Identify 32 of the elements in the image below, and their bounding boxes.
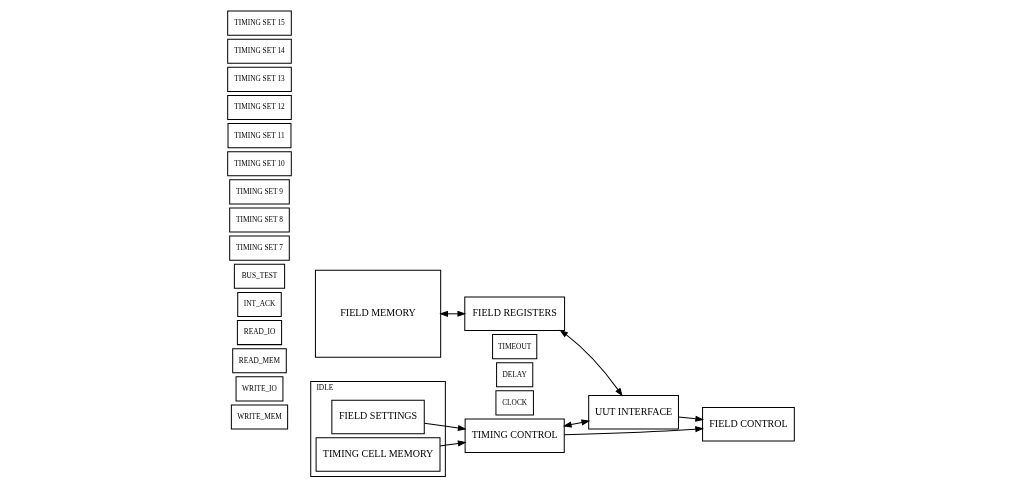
node-box: WRITE_MEM <box>230 404 288 430</box>
node-box: TIMING SET 7 <box>228 235 290 261</box>
node-box: BUS_TEST <box>233 263 285 289</box>
node-box: TIMING SET 13 <box>226 66 292 92</box>
node-box: CLOCK <box>494 390 534 416</box>
node-box: TIMEOUT <box>491 334 537 360</box>
node-box: INT_ACK <box>236 291 282 317</box>
node-box: TIMING SET 15 <box>226 10 292 36</box>
arrow <box>677 416 703 422</box>
node-box: FIELD SETTINGS <box>330 399 425 435</box>
node-box: READ_MEM <box>231 348 287 374</box>
node-box: TIMING SET 12 <box>226 94 292 121</box>
arrow <box>559 330 622 396</box>
node-box: DELAY <box>495 362 533 388</box>
node-box: TIMING CELL MEMORY <box>315 437 440 472</box>
node-box: FIELD REGISTERS <box>463 296 565 332</box>
node-box: WRITE_IO <box>235 376 283 402</box>
node-box: UUT INTERFACE <box>587 395 679 430</box>
node-box: FIELD MEMORY <box>314 269 441 358</box>
node-box: TIMING SET 8 <box>228 207 290 233</box>
node-box: FIELD CONTROL <box>701 407 795 442</box>
node-box: TIMING SET 10 <box>226 151 292 177</box>
arrow <box>439 310 465 317</box>
arrow <box>563 419 589 428</box>
arrow <box>423 422 466 431</box>
arrow <box>439 440 466 447</box>
node-box: TIMING CONTROL <box>464 418 565 453</box>
arrow <box>563 426 703 436</box>
node-box: TIMING SET 11 <box>227 123 291 149</box>
node-box: TIMING SET 9 <box>228 179 290 205</box>
node-box: TIMING SET 14 <box>226 38 292 64</box>
node-box: READ_IO <box>236 320 282 346</box>
